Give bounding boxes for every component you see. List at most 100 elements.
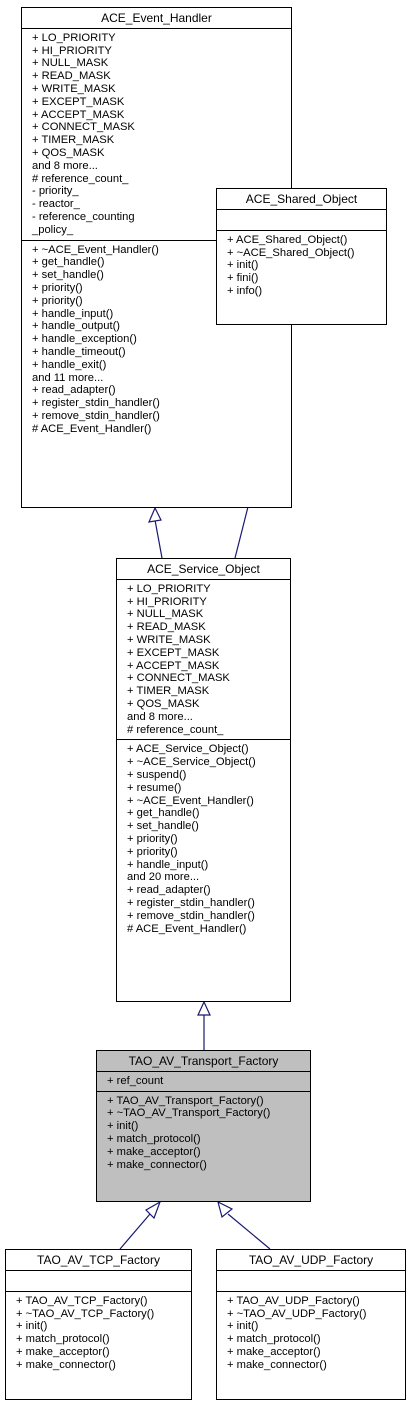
member-line: - reference_counting [32, 210, 135, 223]
member-line: + ref_count [107, 1074, 164, 1087]
member-line: + init() [107, 1120, 139, 1133]
member-line: + TAO_AV_TCP_Factory() [16, 1294, 148, 1307]
member-line: + handle_timeout() [32, 345, 126, 358]
member-line: + info() [227, 284, 263, 297]
member-line: + set_handle() [32, 269, 104, 282]
member-line: + LO_PRIORITY [127, 582, 211, 595]
class-tao-av-tcp-factory[interactable]: TAO_AV_TCP_Factory + TAO_AV_TCP_Factory(… [5, 1249, 192, 1400]
member-line: + get_handle() [127, 807, 200, 820]
member-line: # ACE_Event_Handler() [32, 422, 152, 435]
class-tao-av-udp-factory[interactable]: TAO_AV_UDP_Factory + TAO_AV_UDP_Factory(… [216, 1249, 406, 1400]
member-line: + TAO_AV_Transport_Factory() [107, 1094, 264, 1107]
member-line: + priority() [32, 294, 83, 307]
member-line: - priority_ [32, 185, 79, 198]
member-line: # reference_count_ [32, 172, 129, 185]
member-line: + handle_exception() [32, 333, 137, 346]
attributes-section [6, 1271, 191, 1292]
member-line: + READ_MASK [32, 70, 111, 83]
member-line: + init() [227, 259, 259, 272]
member-line: + make_acceptor() [227, 1345, 321, 1358]
member-line: and 20 more... [127, 871, 200, 884]
member-line: + handle_input() [32, 307, 114, 320]
member-line: + HI_PRIORITY [127, 595, 207, 608]
member-line: + EXCEPT_MASK [127, 646, 220, 659]
member-line: + WRITE_MASK [127, 633, 211, 646]
edge-service-to-event-handler [154, 519, 163, 559]
methods-section: + ACE_Shared_Object()+ ~ACE_Shared_Objec… [217, 231, 386, 301]
class-name: TAO_AV_Transport_Factory [97, 1051, 310, 1072]
member-line: + HI_PRIORITY [32, 44, 112, 57]
member-line: + resume() [127, 781, 182, 794]
member-line: # ACE_Event_Handler() [127, 922, 247, 935]
methods-section: + TAO_AV_UDP_Factory()+ ~TAO_AV_UDP_Fact… [217, 1292, 405, 1375]
member-line: + remove_stdin_handler() [32, 409, 160, 422]
member-line: + ACE_Service_Object() [127, 743, 249, 756]
class-tao-av-transport-factory[interactable]: TAO_AV_Transport_Factory + ref_count + T… [96, 1050, 311, 1202]
member-line: + fini() [227, 272, 259, 285]
arrowhead-transport-left [145, 1200, 162, 1220]
member-line: + read_adapter() [127, 884, 211, 897]
member-line: - reactor_ [32, 198, 80, 211]
member-line: _policy_ [32, 223, 74, 236]
member-line: and 8 more... [127, 710, 193, 723]
member-line: + TIMER_MASK [32, 134, 115, 147]
member-line: + make_connector() [107, 1158, 207, 1171]
attributes-section: + LO_PRIORITY+ HI_PRIORITY+ NULL_MASK+ R… [117, 580, 290, 741]
member-line: and 11 more... [32, 371, 104, 384]
member-line: + ACE_Shared_Object() [227, 233, 348, 246]
member-line: + priority() [32, 281, 83, 294]
class-ace-shared-object[interactable]: ACE_Shared_Object + ACE_Shared_Object()+… [216, 188, 387, 325]
member-line: + priority() [127, 845, 178, 858]
edge-tcp-to-transport [119, 1213, 151, 1250]
class-ace-service-object[interactable]: ACE_Service_Object + LO_PRIORITY+ HI_PRI… [116, 558, 291, 1002]
member-line: # reference_count_ [127, 723, 224, 736]
arrowhead-event-handler [148, 506, 162, 523]
attributes-section: + LO_PRIORITY+ HI_PRIORITY+ NULL_MASK+ R… [22, 29, 291, 241]
member-line: + ACCEPT_MASK [127, 659, 220, 672]
member-line: + register_stdin_handler() [127, 896, 255, 909]
member-line: + READ_MASK [127, 621, 206, 634]
member-line: + LO_PRIORITY [32, 31, 116, 44]
member-line: + CONNECT_MASK [127, 672, 230, 685]
member-line: + make_connector() [227, 1358, 327, 1371]
member-line: + set_handle() [127, 820, 199, 833]
member-line: + make_acceptor() [16, 1345, 110, 1358]
member-line: + ~TAO_AV_TCP_Factory() [16, 1307, 155, 1320]
member-line: + NULL_MASK [32, 57, 109, 70]
member-line: + WRITE_MASK [32, 82, 116, 95]
member-line: + TIMER_MASK [127, 685, 210, 698]
member-line: + init() [227, 1320, 259, 1333]
methods-section: + TAO_AV_TCP_Factory()+ ~TAO_AV_TCP_Fact… [6, 1292, 191, 1375]
member-line: and 8 more... [32, 159, 98, 172]
member-line: + ~TAO_AV_UDP_Factory() [227, 1307, 367, 1320]
methods-section: + ~ACE_Event_Handler()+ get_handle()+ se… [22, 241, 291, 439]
member-line: + CONNECT_MASK [32, 121, 135, 134]
member-line: + handle_exit() [32, 358, 107, 371]
member-line: + match_protocol() [16, 1333, 110, 1346]
member-line: + init() [16, 1320, 48, 1333]
member-line: + QOS_MASK [127, 697, 200, 710]
methods-section: + TAO_AV_Transport_Factory()+ ~TAO_AV_Tr… [97, 1092, 310, 1175]
member-line: + register_stdin_handler() [32, 397, 160, 410]
class-ace-event-handler[interactable]: ACE_Event_Handler + LO_PRIORITY+ HI_PRIO… [21, 7, 292, 508]
member-line: + handle_output() [32, 320, 121, 333]
edge-udp-to-transport [227, 1213, 271, 1250]
class-name: ACE_Event_Handler [22, 8, 291, 29]
class-name: ACE_Shared_Object [217, 189, 386, 210]
member-line: + read_adapter() [32, 384, 116, 397]
member-line: + QOS_MASK [32, 146, 105, 159]
member-line: + ACCEPT_MASK [32, 108, 125, 121]
attributes-section [217, 1271, 405, 1292]
member-line: + remove_stdin_handler() [127, 909, 255, 922]
member-line: + make_acceptor() [107, 1145, 201, 1158]
attributes-section [217, 210, 386, 231]
member-line: + match_protocol() [227, 1333, 321, 1346]
member-line: + make_connector() [16, 1358, 116, 1371]
member-line: + TAO_AV_UDP_Factory() [227, 1294, 360, 1307]
member-line: + ~ACE_Event_Handler() [127, 794, 254, 807]
member-line: + ~ACE_Event_Handler() [32, 243, 159, 256]
member-line: + EXCEPT_MASK [32, 95, 125, 108]
class-name: TAO_AV_TCP_Factory [6, 1250, 191, 1271]
member-line: + handle_input() [127, 858, 209, 871]
